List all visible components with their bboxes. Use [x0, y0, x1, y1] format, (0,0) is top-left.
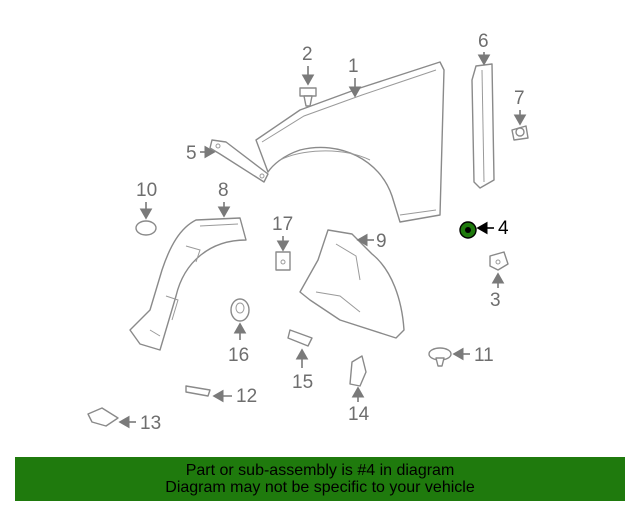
banner-line-2: Diagram may not be specific to your vehi…: [165, 479, 475, 496]
banner-line-1: Part or sub-assembly is #4 in diagram: [185, 462, 455, 479]
svg-text:1: 1: [348, 56, 359, 77]
callout-8: 8: [217, 180, 231, 218]
callout-10: 10: [136, 180, 157, 220]
callout-12: 12: [212, 386, 257, 407]
part-14-clip[interactable]: [349, 355, 367, 387]
svg-text:16: 16: [228, 345, 249, 366]
svg-text:4: 4: [498, 218, 509, 239]
part-7-clip[interactable]: [511, 125, 529, 141]
callout-6: 6: [477, 31, 491, 66]
callout-7: 7: [513, 88, 527, 126]
callout-4: 4: [476, 218, 509, 239]
callout-2: 2: [301, 44, 315, 86]
callout-9: 9: [356, 231, 387, 252]
part-11-rivet[interactable]: [428, 347, 452, 367]
callout-13: 13: [118, 413, 161, 434]
part-6-strip[interactable]: [471, 63, 495, 189]
svg-text:17: 17: [272, 214, 293, 235]
svg-text:2: 2: [302, 44, 313, 65]
callout-15: 15: [292, 348, 313, 393]
part-12-pin[interactable]: [185, 385, 211, 397]
svg-text:15: 15: [292, 372, 313, 393]
part-13-clip[interactable]: [87, 407, 119, 427]
part-1-fender[interactable]: [255, 61, 445, 223]
part-15-screw[interactable]: [287, 329, 313, 347]
svg-text:13: 13: [140, 413, 161, 434]
callout-1: 1: [348, 56, 362, 98]
svg-text:14: 14: [348, 404, 370, 425]
part-3-screw[interactable]: [489, 251, 509, 271]
svg-text:12: 12: [236, 386, 257, 407]
callout-5: 5: [186, 143, 216, 164]
svg-text:9: 9: [376, 231, 387, 252]
svg-text:8: 8: [218, 180, 229, 201]
part-10-grommet[interactable]: [135, 220, 157, 236]
svg-text:11: 11: [474, 345, 494, 366]
part-9-shield[interactable]: [299, 229, 405, 339]
svg-text:10: 10: [136, 180, 157, 201]
svg-text:3: 3: [490, 290, 501, 311]
callout-3: 3: [490, 272, 505, 311]
callout-11: 11: [452, 345, 494, 366]
svg-text:6: 6: [478, 31, 489, 52]
callout-17: 17: [272, 214, 293, 252]
info-banner: Part or sub-assembly is #4 in diagram Di…: [15, 457, 625, 501]
part-2-bolt[interactable]: [299, 87, 317, 107]
part-8-liner[interactable]: [129, 217, 247, 351]
svg-text:7: 7: [514, 88, 525, 109]
callout-16: 16: [228, 322, 249, 366]
part-4-nut[interactable]: [459, 221, 477, 239]
part-17-nut[interactable]: [275, 251, 291, 271]
part-16-bushing[interactable]: [230, 298, 250, 322]
callout-14: 14: [348, 386, 370, 425]
svg-text:5: 5: [186, 143, 197, 164]
